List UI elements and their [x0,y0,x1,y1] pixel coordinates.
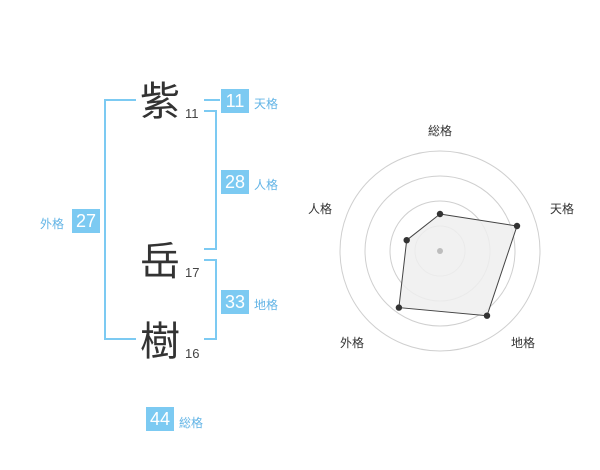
chikaku-bracket [204,259,217,340]
stroke-count-1: 11 [185,106,199,121]
tenkaku-badge: 11 [221,89,249,113]
gaikaku-bracket [104,99,136,340]
radar-center-dot [437,248,443,254]
chikaku-badge: 33 [221,290,249,314]
jinkaku-label: 人格 [254,178,279,192]
radar-ring-3 [364,175,516,327]
radar-point-2 [513,222,521,230]
jinkaku-badge: 28 [221,170,249,194]
name-char-2: 岳 [140,239,180,285]
stroke-count-3: 16 [185,346,200,361]
radar-point-3 [483,312,491,319]
radar-point-1 [436,210,444,218]
radar-axis-label-gaikaku: 外格 [340,336,365,350]
tenkaku-label: 天格 [254,97,279,111]
radar-ring-4 [339,150,541,352]
radar-axis-label-jinkaku: 人格 [308,202,333,216]
radar-axis-label-soukaku: 総格 [428,124,453,138]
radar-polygon [398,213,518,317]
radar-point-5 [403,237,410,244]
radar-axis-label-tenkaku: 天格 [550,202,575,216]
soukaku-label: 総格 [179,416,204,430]
gaikaku-badge: 27 [72,209,100,233]
tenkaku-connector [204,99,220,101]
radar-point-4 [395,304,403,311]
radar-axis-label-chikaku: 地格 [511,336,536,350]
name-char-3: 樹 [140,319,180,365]
jinkaku-bracket [204,110,217,250]
soukaku-badge: 44 [146,407,174,431]
gaikaku-label: 外格 [40,217,65,231]
stroke-count-2: 17 [185,265,200,280]
name-char-1: 紫 [140,79,180,125]
chikaku-label: 地格 [254,298,279,312]
